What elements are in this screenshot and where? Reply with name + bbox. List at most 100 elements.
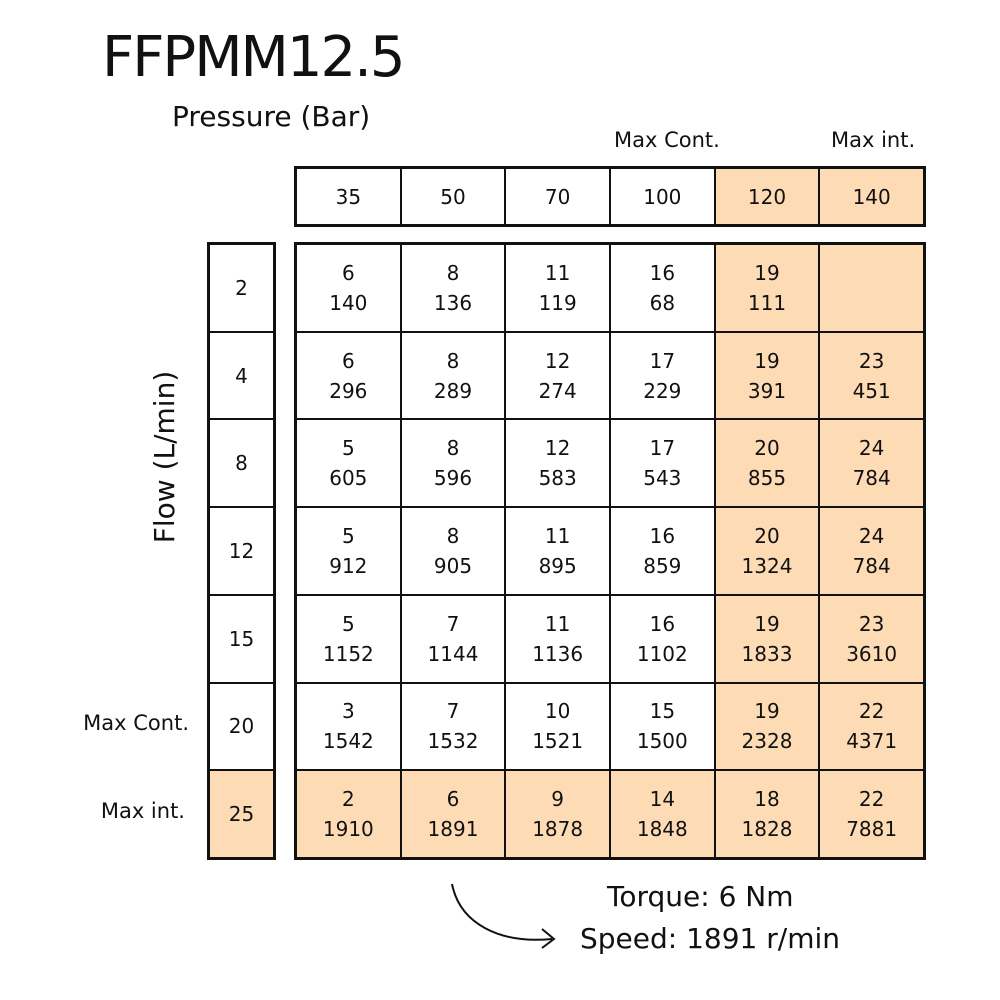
speed-value: 229 xyxy=(643,378,682,403)
torque-value: 11 xyxy=(544,611,571,636)
speed-value: 1521 xyxy=(532,729,584,754)
torque-value: 8 xyxy=(446,348,460,373)
torque-value: 7 xyxy=(446,699,460,724)
torque-value: 8 xyxy=(446,436,460,461)
speed-value: 451 xyxy=(852,378,891,403)
table-cell: 11 1136 xyxy=(505,594,610,683)
flow-header-cell: 15 xyxy=(209,594,274,683)
speed-value: 605 xyxy=(329,466,368,491)
speed-value: 1848 xyxy=(636,817,688,842)
speed-value: 1144 xyxy=(427,641,479,666)
speed-value: 1152 xyxy=(322,641,374,666)
speed-value: 1878 xyxy=(532,817,584,842)
max-cont-flow-note: Max Cont. xyxy=(83,711,189,735)
speed-value: 140 xyxy=(329,290,368,315)
torque-value: 12 xyxy=(544,348,571,373)
torque-example-text: Torque: 6 Nm xyxy=(607,880,794,913)
torque-value: 17 xyxy=(649,436,676,461)
torque-value: 16 xyxy=(649,523,676,548)
torque-value: 5 xyxy=(341,523,355,548)
speed-value: 859 xyxy=(643,553,682,578)
torque-value: 10 xyxy=(544,699,571,724)
speed-value: 1500 xyxy=(636,729,688,754)
max-cont-pressure-note: Max Cont. xyxy=(614,128,720,152)
max-int-flow-note: Max int. xyxy=(100,799,185,823)
torque-value: 16 xyxy=(649,260,676,285)
flow-header-cell: 8 xyxy=(209,419,274,508)
torque-value: 7 xyxy=(446,611,460,636)
torque-value: 15 xyxy=(649,699,676,724)
table-cell: 20 1324 xyxy=(714,507,820,595)
torque-value: 17 xyxy=(649,348,676,373)
pressure-header-cell: 120 xyxy=(714,168,820,225)
speed-value: 1833 xyxy=(741,641,793,666)
torque-value: 20 xyxy=(754,523,780,548)
speed-value: 1910 xyxy=(322,817,374,842)
flow-header-cell: 2 xyxy=(209,244,274,332)
torque-value: 11 xyxy=(544,260,571,285)
arrow-icon xyxy=(451,883,556,949)
speed-value: 1136 xyxy=(532,641,584,666)
torque-value: 11 xyxy=(544,523,571,548)
torque-value: 19 xyxy=(754,348,780,373)
table-cell: 3 1542 xyxy=(296,682,401,771)
torque-value: 19 xyxy=(754,260,780,285)
torque-value: 8 xyxy=(446,260,460,285)
speed-value: 391 xyxy=(747,378,787,403)
torque-value: 3 xyxy=(341,699,355,724)
pressure-header-cell: 140 xyxy=(819,168,924,225)
speed-value: 4371 xyxy=(846,729,898,754)
torque-value: 23 xyxy=(858,348,885,373)
flow-header-cell: 12 xyxy=(209,507,274,595)
speed-value: 596 xyxy=(433,466,473,491)
table-cell: 15 1500 xyxy=(609,682,715,771)
speed-value: 1542 xyxy=(322,729,374,754)
speed-value: 855 xyxy=(747,466,787,491)
torque-value: 12 xyxy=(544,436,571,461)
speed-value: 1324 xyxy=(741,553,793,578)
torque-value: 16 xyxy=(649,611,676,636)
speed-value: 1891 xyxy=(427,817,479,842)
speed-value: 784 xyxy=(852,466,891,491)
torque-value: 22 xyxy=(858,787,885,812)
torque-value: 24 xyxy=(858,436,885,461)
table-cell: 16 1102 xyxy=(609,594,715,683)
speed-value: 274 xyxy=(538,378,577,403)
torque-value: 14 xyxy=(649,787,676,812)
pressure-header-cell: 50 xyxy=(400,168,506,225)
max-int-pressure-note: Max int. xyxy=(831,128,916,152)
pressure-header-cell: 100 xyxy=(609,168,715,225)
torque-value: 5 xyxy=(341,436,355,461)
torque-value: 23 xyxy=(858,611,885,636)
speed-value: 1102 xyxy=(636,641,688,666)
torque-value: 22 xyxy=(858,699,885,724)
torque-value: 8 xyxy=(446,523,460,548)
speed-value: 1828 xyxy=(741,817,793,842)
speed-value: 905 xyxy=(433,553,473,578)
speed-value: 2328 xyxy=(741,729,793,754)
